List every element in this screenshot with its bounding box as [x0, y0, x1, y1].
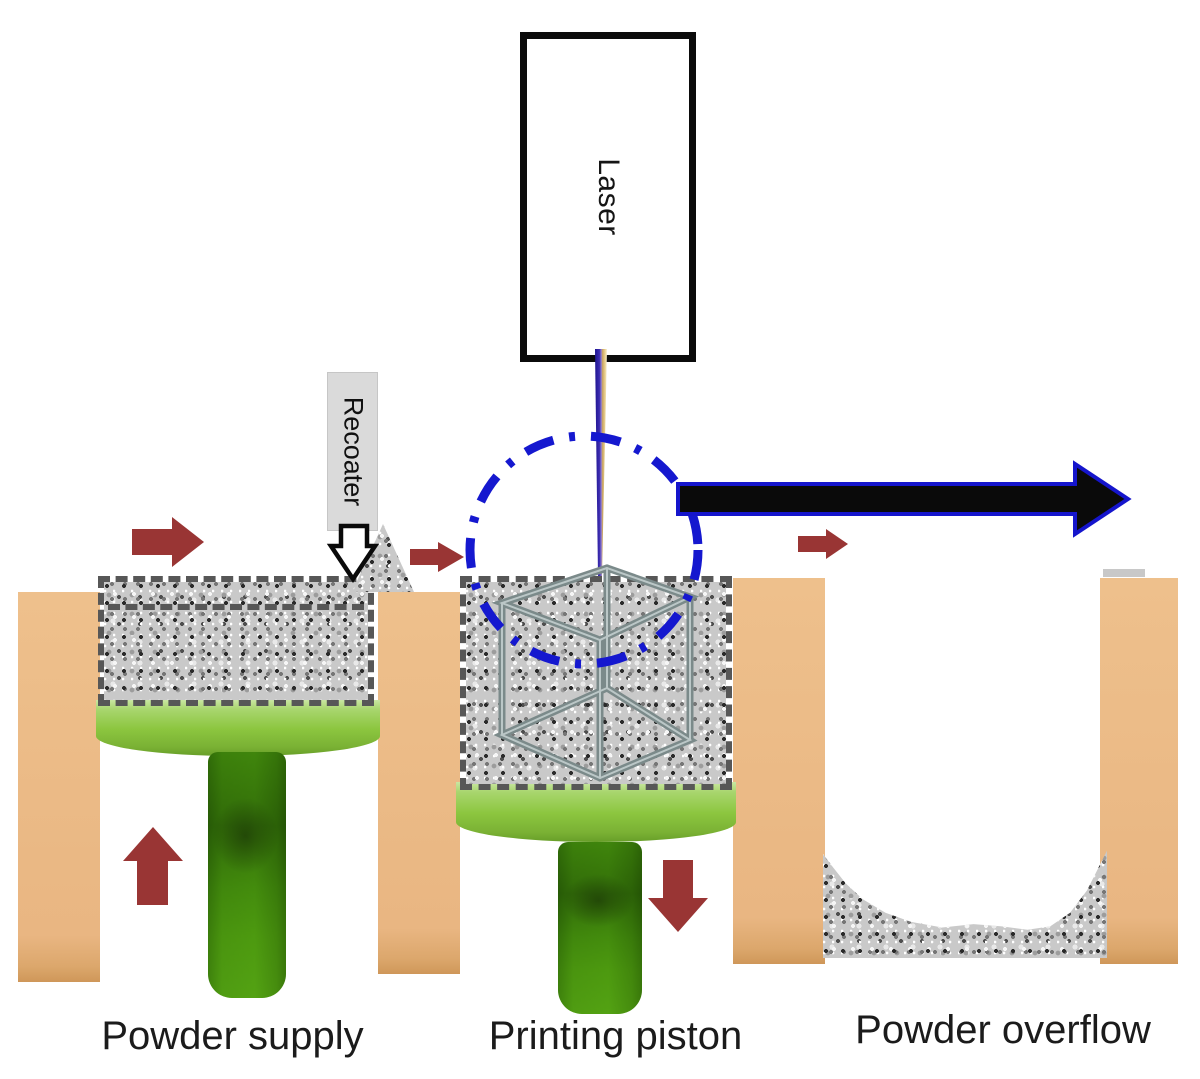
- build-piston-arrow: [648, 860, 708, 932]
- supply-piston-arrow: [123, 827, 183, 905]
- powder-supply-caption: Powder supply: [101, 1014, 364, 1058]
- recoater-powder-pile: [352, 524, 414, 592]
- powder-overflow-caption: Powder overflow: [855, 1008, 1151, 1052]
- powder-spread-arrow: [410, 542, 464, 572]
- overflow-right-wall: [1100, 578, 1178, 964]
- printing-piston-caption: Printing piston: [488, 1014, 743, 1058]
- laser-unit: Laser: [520, 32, 696, 362]
- powder-level-dash-line: [108, 604, 364, 610]
- overflow-powder-heap: [823, 850, 1107, 958]
- laser-beam: [595, 349, 607, 576]
- recoater-label: Recoater: [338, 396, 368, 507]
- supply-powder-bed: [98, 576, 374, 706]
- scan-direction-arrow: [676, 460, 1132, 538]
- build-piston-platform: [456, 782, 736, 842]
- recoater-traverse-arrow: [132, 517, 204, 567]
- build-overflow-divider-wall: [733, 578, 825, 964]
- build-piston-rod: [558, 842, 642, 1014]
- supply-build-divider-wall: [378, 592, 460, 974]
- wall-top-powder-smear: [1103, 569, 1145, 577]
- supply-chamber-left-wall: [18, 592, 100, 982]
- laser-label: Laser: [591, 158, 625, 236]
- overflow-arrow: [798, 529, 848, 559]
- recoater-blade: Recoater: [327, 372, 378, 531]
- supply-piston-rod: [208, 752, 286, 998]
- build-powder-bed: [460, 576, 732, 790]
- supply-piston-platform: [96, 700, 380, 756]
